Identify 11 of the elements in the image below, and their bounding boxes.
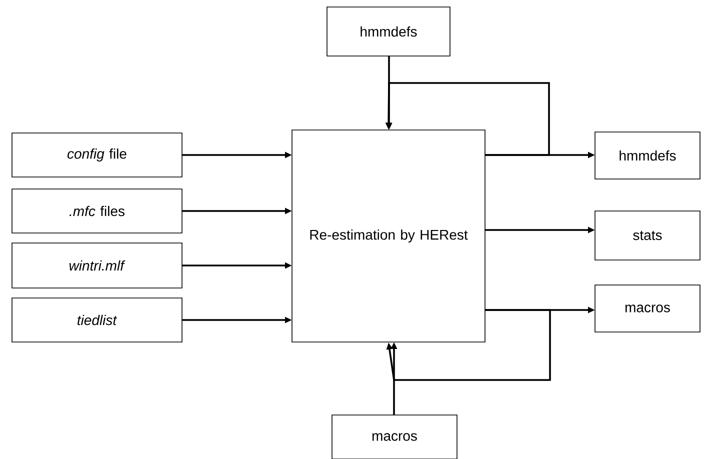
file-box: tiedlist: [12, 298, 182, 342]
file-box: wintri.mlf: [12, 242, 182, 288]
file-box: hmmdefs: [326, 6, 450, 56]
process-box: Re-estimation by HERest: [292, 130, 486, 342]
file-box: macros: [594, 284, 700, 332]
file-box: .mfc files: [12, 188, 182, 234]
file-box: stats: [594, 210, 700, 260]
file-box: hmmdefs: [594, 132, 700, 180]
file-box: macros: [332, 414, 458, 459]
file-box: config file: [12, 132, 182, 178]
arrow: [386, 309, 551, 381]
